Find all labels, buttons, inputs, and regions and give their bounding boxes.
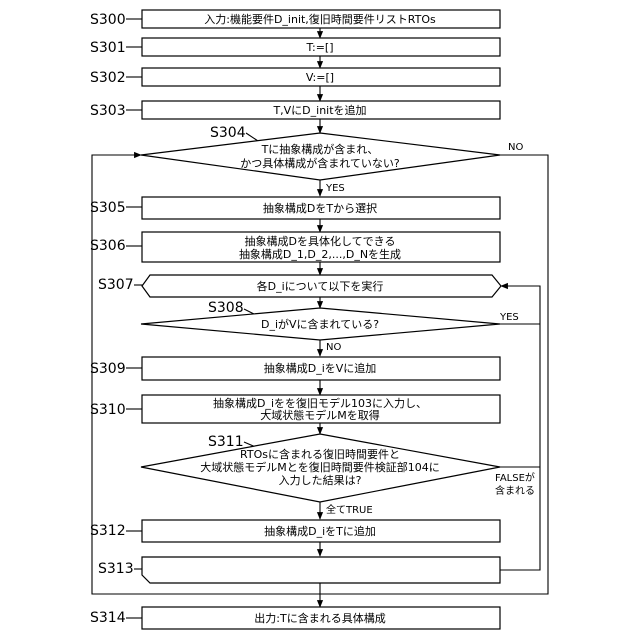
step-label-s305: S305 [90,200,126,216]
loop-limit-shape [142,557,500,583]
step-text: 入力:機能要件D_init,復旧時間要件リストRTOs [204,12,436,26]
step-label-s300: S300 [90,12,126,28]
decision-text: D_iがVに含まれている? [261,317,379,331]
step-s306: 抽象構成Dを具体化してできる 抽象構成D_1,D_2,...,D_Nを生成 [142,232,500,262]
step-label-s303: S303 [90,103,126,119]
decision-text-line1: Tに抽象構成が含まれ、 [261,142,379,156]
step-text-line2: 抽象構成D_1,D_2,...,D_Nを生成 [239,247,401,261]
loop-start-s307: 各D_iについて以下を実行 [142,275,501,297]
step-s302: V:=[] [142,68,500,86]
branch-label-false-line2: 含まれる [495,484,535,497]
step-text: 抽象構成DをTから選択 [263,201,377,215]
step-text-line1: 抽象構成D_iをを復旧モデル103に入力し、 [213,396,427,410]
step-label-s306: S306 [90,238,126,254]
decision-s311: RTOsに含まれる復旧時間要件と 大域状態モデルMとを復旧時間要件検証部104に… [141,434,535,516]
step-text: 抽象構成D_iをVに追加 [264,361,377,375]
branch-label-false-line1: FALSEが [495,471,535,484]
step-text: 出力:Tに含まれる具体構成 [254,611,385,625]
decision-text-line3: 入力した結果は? [279,473,362,487]
decision-text-line2: 大域状態モデルMとを復旧時間要件検証部104に [200,460,440,474]
step-label-s307: S307 [98,277,134,293]
step-label-s302: S302 [90,70,126,86]
step-label-s310: S310 [90,402,126,418]
step-label-s312: S312 [90,523,126,539]
step-text: T,VにD_initを追加 [272,103,366,117]
step-s309: 抽象構成D_iをVに追加 [142,357,500,380]
loop-text: 各D_iについて以下を実行 [257,279,384,293]
step-label-s304: S304 [210,125,246,141]
step-text-line2: 大域状態モデルMを取得 [260,408,380,422]
step-s312: 抽象構成D_iをTに追加 [142,520,500,542]
step-label-s313: S313 [98,561,134,577]
step-text: T:=[] [305,41,333,54]
decision-text-line1: RTOsに含まれる復旧時間要件と [240,447,400,461]
branch-label-true: 全てTRUE [326,503,373,516]
leader-s304 [246,133,258,141]
step-s303: T,VにD_initを追加 [142,101,500,119]
branch-label-no: NO [508,142,523,153]
decision-s308: D_iがVに含まれている? YES NO [141,308,519,353]
branch-label-yes: YES [499,312,519,323]
decision-text-line2: かつ具体構成が含まれていない? [240,156,400,170]
step-s305: 抽象構成DをTから選択 [142,197,500,219]
decision-s304: Tに抽象構成が含まれ、 かつ具体構成が含まれていない? NO YES [141,133,523,194]
arrow-loop-to-s307 [500,286,540,570]
step-label-s311: S311 [208,434,244,450]
step-s310: 抽象構成D_iをを復旧モデル103に入力し、 大域状態モデルMを取得 [142,395,500,423]
step-label-s308: S308 [208,300,244,316]
step-s314: 出力:Tに含まれる具体構成 [142,607,500,629]
branch-label-yes: YES [325,183,345,194]
step-label-s309: S309 [90,361,126,377]
step-s301: T:=[] [142,38,500,56]
step-label-s314: S314 [90,610,126,626]
step-text: V:=[] [306,71,334,84]
step-label-s301: S301 [90,40,126,56]
step-s300: 入力:機能要件D_init,復旧時間要件リストRTOs [142,10,500,28]
step-text: 抽象構成D_iをTに追加 [264,524,376,538]
branch-label-no: NO [326,342,341,353]
step-text-line1: 抽象構成Dを具体化してできる [245,234,396,248]
loop-end-s313 [142,557,500,583]
